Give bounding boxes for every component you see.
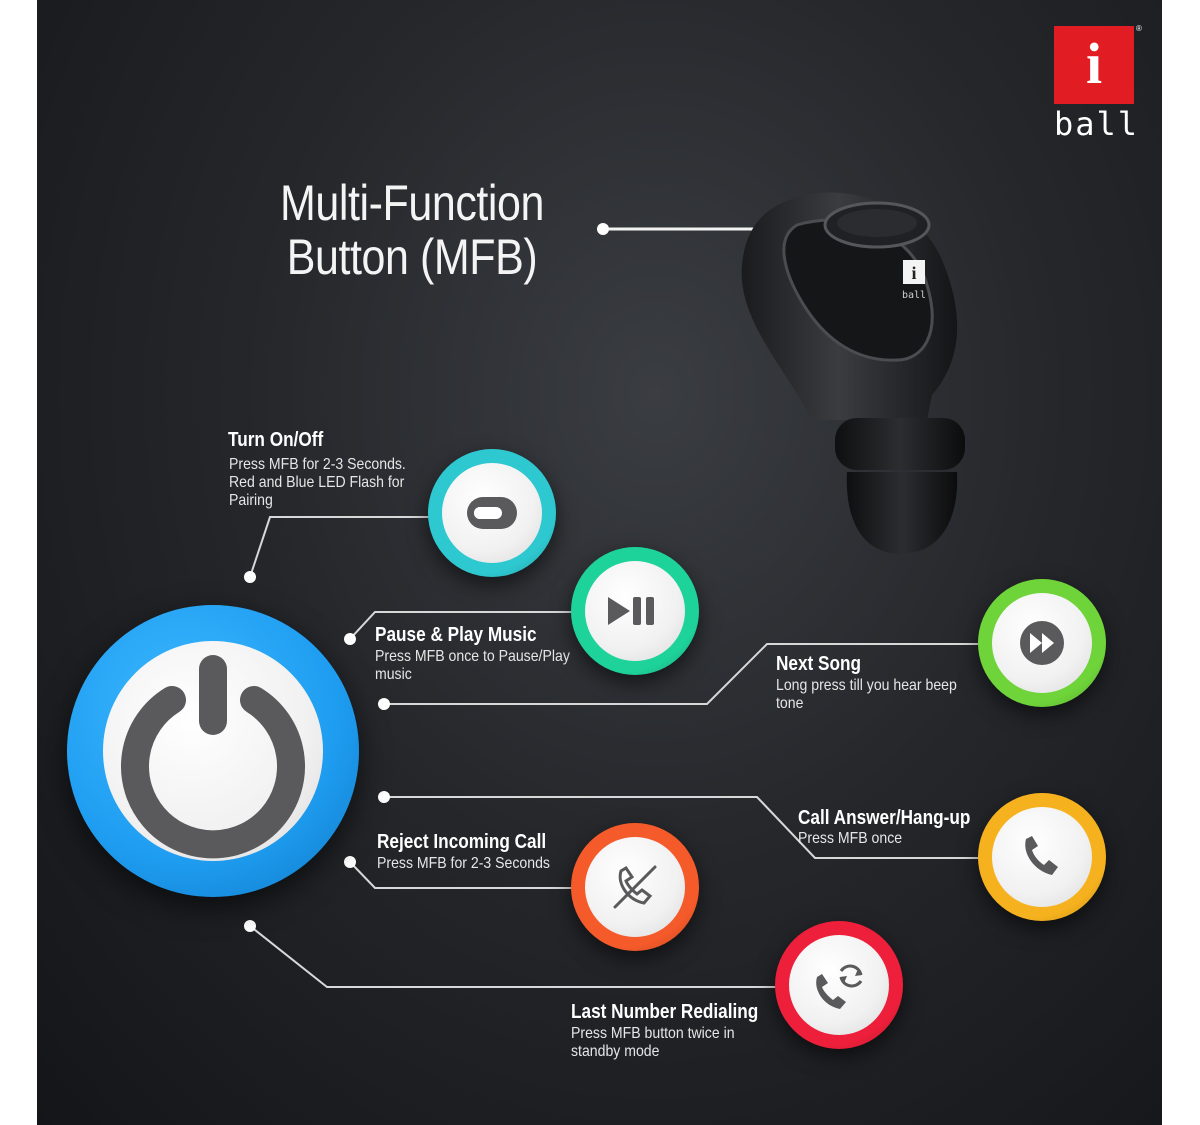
fast-forward-icon: [1020, 621, 1064, 665]
svg-text:i: i: [911, 263, 916, 283]
ring-next-song: [978, 579, 1106, 707]
label-call-answer-desc: Press MFB once: [798, 830, 903, 847]
connector-lines: [244, 223, 980, 988]
mfb-title-line2: Button (MFB): [286, 229, 538, 285]
label-call-answer-title: Call Answer/Hang-up: [798, 807, 971, 829]
mfb-title-line1: Multi-Function: [279, 175, 545, 231]
ring-pause-play: [571, 547, 699, 675]
ring-redial-face: [789, 935, 889, 1035]
label-turn-on-off-desc: Press MFB for 2-3 Seconds. Red and Blue …: [229, 456, 406, 509]
play-pause-icon: [608, 597, 654, 625]
toggle-icon: [467, 497, 517, 529]
logo-letter: i: [1085, 31, 1103, 96]
mfb-title: Multi-Function Button (MFB): [270, 176, 554, 284]
label-next-song-title: Next Song: [776, 653, 862, 675]
infographic-panel: i ball ® Multi-Function Button (MFB) i: [37, 0, 1162, 1125]
power-icon: [121, 655, 305, 859]
phone-icon: [1025, 836, 1058, 875]
ring-redial: [775, 921, 903, 1049]
label-redial-title: Last Number Redialing: [571, 1001, 759, 1023]
logo-registered-mark: ®: [1136, 24, 1142, 33]
label-redial-desc: Press MFB button twice in standby mode: [571, 1025, 735, 1060]
phone-reject-icon: [613, 865, 657, 909]
label-pause-play-title: Pause & Play Music: [375, 624, 537, 646]
ring-reject-call: [571, 823, 699, 951]
label-next-song-desc: Long press till you hear beep tone: [776, 677, 957, 712]
phone-redial-icon: [816, 964, 863, 1009]
earbud-image: i ball: [741, 192, 965, 554]
svg-text:ball: ball: [902, 290, 926, 301]
label-reject-call-title: Reject Incoming Call: [377, 831, 547, 853]
label-pause-play-desc: Press MFB once to Pause/Play music: [375, 648, 570, 683]
power-button-graphic: [67, 605, 359, 897]
logo-red-box: [1054, 26, 1134, 104]
ring-call-answer-face: [992, 807, 1092, 907]
label-reject-call-desc: Press MFB for 2-3 Seconds: [377, 855, 550, 872]
ring-turn-on-off: [428, 449, 556, 577]
logo-word: ball: [1054, 105, 1140, 143]
ring-call-answer: [978, 793, 1106, 921]
label-turn-on-off-title: Turn On/Off: [228, 429, 324, 451]
iball-logo: i ball ®: [1054, 24, 1142, 146]
